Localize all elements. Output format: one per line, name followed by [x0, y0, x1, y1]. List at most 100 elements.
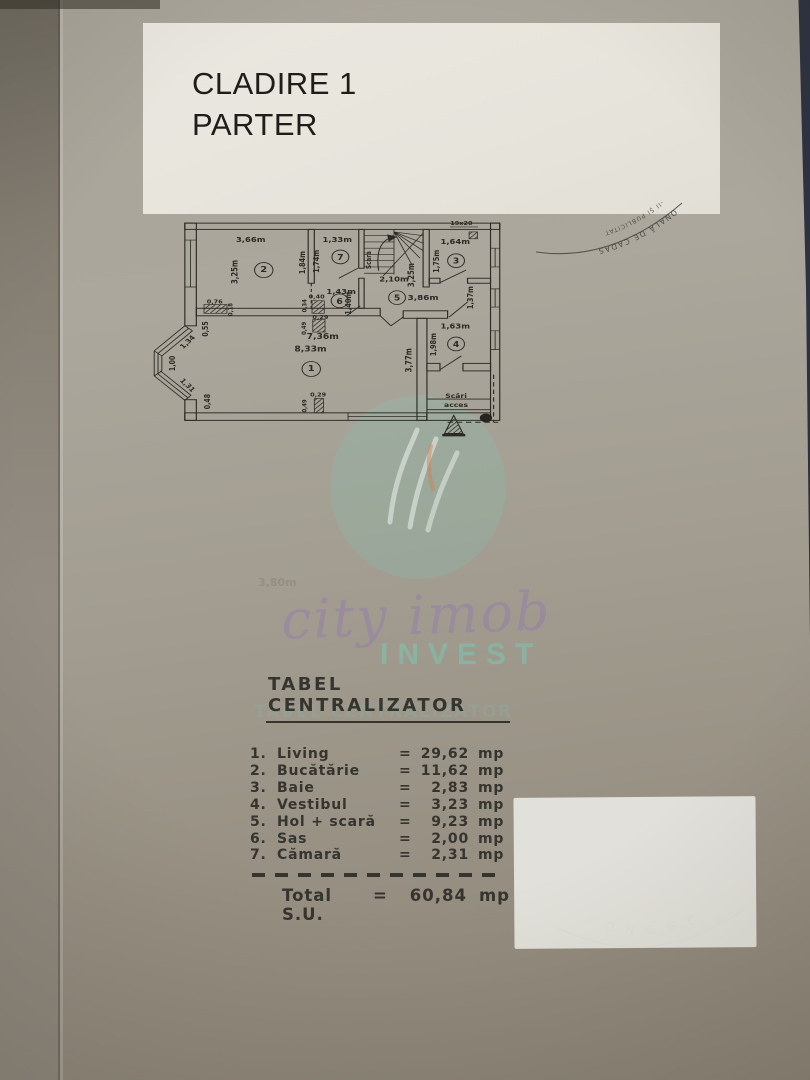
plan-dimension-label: 1,37m — [465, 286, 475, 309]
plan-dimension-label: 19x20 — [450, 221, 472, 227]
plan-dimension-label: 0,29 — [312, 314, 328, 320]
svg-text:2: 2 — [260, 266, 267, 275]
photo-top-dark-edge — [0, 0, 160, 9]
row-val: 11,62 — [420, 762, 469, 779]
ghost-dimension: 3,80m — [258, 576, 297, 589]
plan-dimension-label: 1,64m — [441, 238, 471, 246]
plan-dimension-label: 0,34 — [301, 299, 309, 312]
row-eq: = — [399, 847, 412, 864]
building-title: CLADIRE 1 — [192, 66, 357, 101]
floor-plan: 3,66m 1,33m 1,64m 1,84m 1,74m 3,25m 1,75m Scară… — [153, 221, 501, 437]
room-number-5: 5 — [388, 290, 406, 305]
row-eq: = — [399, 796, 412, 813]
plan-dimension-label: 1,75m — [432, 249, 442, 272]
row-num: 4. — [250, 796, 267, 813]
row-val: 29,62 — [420, 746, 469, 762]
plan-dimension-label: 1,63m — [441, 322, 471, 330]
floor-title: PARTER — [192, 107, 318, 142]
entrance-dot — [479, 413, 493, 423]
plan-dimension-label: 0,40 — [309, 294, 325, 300]
plan-dimension-label: acces — [444, 402, 468, 409]
row-num: 7. — [250, 847, 267, 864]
row-val: 2,31 — [431, 847, 469, 864]
row-lbl: Vestibul — [277, 796, 348, 813]
table-row: 7. Cămară = 2,31 mp — [250, 847, 510, 864]
row-eq: = — [399, 762, 412, 779]
row-lbl: Bucătărie — [277, 762, 360, 779]
plan-dim-labels: 3,66m 1,33m 1,64m 1,84m 1,74m 3,25m 1,75m Scară… — [168, 221, 475, 413]
paper-left-edge-shadow — [0, 0, 60, 1080]
svg-text:6: 6 — [336, 297, 343, 306]
row-eq: = — [399, 746, 412, 762]
plan-dimension-label: 3,86m — [408, 294, 439, 302]
total-equals: = — [372, 886, 388, 906]
watermark-logo-circle — [330, 395, 506, 579]
redaction-box — [513, 796, 757, 949]
row-num: 1. — [250, 746, 267, 762]
room-number-4: 4 — [447, 336, 465, 352]
total-unit: mp — [478, 886, 510, 906]
north-triangle — [442, 414, 466, 437]
svg-text:3: 3 — [453, 257, 460, 266]
paper-fold-highlight — [60, 0, 63, 1080]
plan-dimension-label: 1,33m — [323, 236, 353, 244]
row-val: 3,23 — [431, 796, 469, 813]
plan-dimension-label: 1,00 — [168, 356, 177, 372]
row-unit: mp — [478, 779, 505, 796]
interior-walls — [195, 228, 492, 421]
table-total-row: Total S.U. = 60,84 mp — [282, 886, 510, 924]
ghost-table-title: TABEL CENTRALIZATOR — [254, 702, 514, 722]
plan-dimension-label: 0,55 — [201, 321, 210, 337]
total-value: 60,84 — [409, 886, 467, 906]
row-unit: mp — [478, 746, 505, 762]
row-unit: mp — [478, 847, 505, 864]
room-number-2: 2 — [254, 262, 274, 279]
row-val: 2,83 — [431, 779, 469, 796]
table-separator — [252, 873, 495, 878]
row-num: 3. — [250, 779, 267, 796]
stair-up-arrowhead — [387, 234, 398, 242]
row-unit: mp — [478, 830, 505, 847]
plan-dimension-label: 3,25m — [406, 263, 416, 287]
svg-text:7: 7 — [337, 253, 344, 262]
plan-dimension-label: 1,31 — [178, 377, 197, 393]
staircase — [364, 229, 424, 276]
row-eq: = — [399, 779, 412, 796]
watermark-swoosh — [387, 427, 460, 533]
svg-text:5: 5 — [394, 293, 401, 302]
plan-dimension-label: 3,66m — [236, 236, 266, 244]
row-eq: = — [399, 813, 412, 830]
plan-dimension-label: 1,84m — [297, 251, 307, 274]
row-unit: mp — [478, 813, 505, 830]
photo-right-dark-edge — [798, 0, 810, 640]
plan-dimension-label: 3,25m — [230, 260, 240, 284]
bay-window-walls — [153, 325, 193, 401]
plan-dimension-label: 7,36m — [307, 332, 339, 341]
plan-dimension-label: 1,34 — [178, 334, 197, 350]
plan-dimension-label: 0,49 — [300, 322, 308, 335]
window-symbols — [184, 239, 500, 421]
room-number-6: 6 — [330, 293, 349, 309]
plan-dimension-label: 3,77m — [404, 348, 414, 372]
plan-dimension-label: 0,49 — [301, 399, 309, 412]
room-number-7: 7 — [331, 249, 350, 265]
plan-dimension-label: 8,33m — [294, 344, 326, 353]
plan-dimension-label: 1,74m — [311, 249, 321, 272]
plan-dimension-label: 0,18 — [227, 303, 235, 316]
access-stairs — [426, 374, 499, 423]
total-label: Total S.U. — [282, 886, 333, 925]
row-num: 5. — [250, 813, 267, 830]
plan-dimension-label: Scări — [445, 392, 467, 399]
plan-dimension-label: 1,98m — [428, 333, 438, 356]
plan-dimension-label: 1,40m — [343, 291, 353, 314]
row-lbl: Cămară — [277, 847, 342, 864]
plan-dimension-label: Scară — [366, 251, 374, 269]
